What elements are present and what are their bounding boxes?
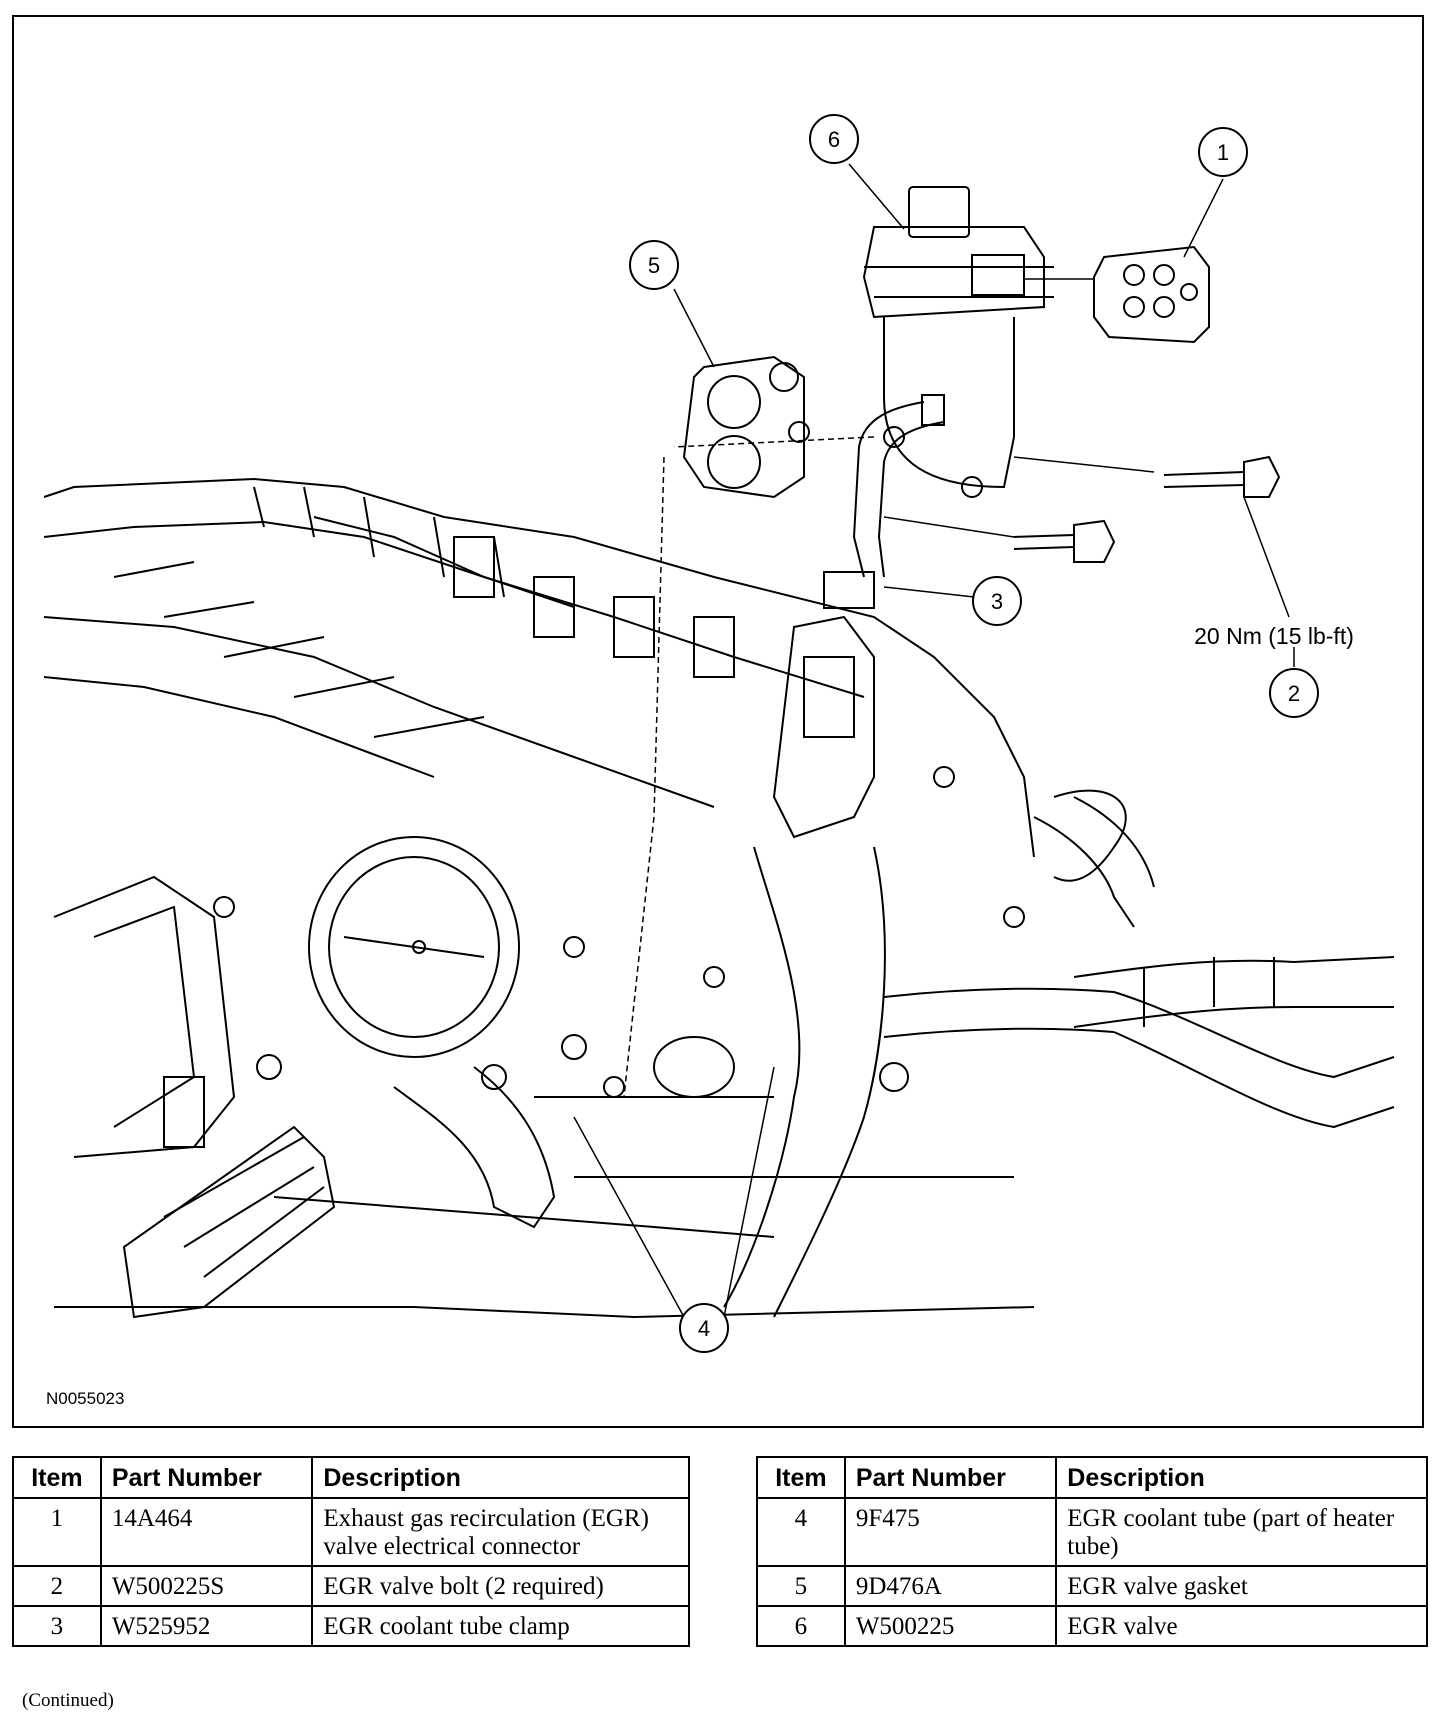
row-description: Exhaust gas recirculation (EGR) valve el… bbox=[311, 1497, 690, 1567]
callout-label-5: 5 bbox=[648, 253, 660, 278]
table-row: 4 9F475 EGR coolant tube (part of heater… bbox=[756, 1497, 1428, 1567]
callout-labels: 6 1 5 3 2 4 20 Nm (15 lb-ft) bbox=[648, 127, 1354, 1341]
row-part-number: W525952 bbox=[99, 1605, 314, 1647]
illustration-frame: 6 1 5 3 2 4 20 Nm (15 lb-ft) N0055023 bbox=[12, 15, 1424, 1428]
egr-connector bbox=[1024, 245, 1210, 344]
table-row: 3 W525952 EGR coolant tube clamp bbox=[12, 1605, 690, 1647]
table-header-row: Item Part Number Description bbox=[12, 1456, 690, 1499]
table-row: 6 W500225 EGR valve bbox=[756, 1605, 1428, 1647]
callout-circle-6 bbox=[809, 114, 859, 164]
egr-gasket bbox=[682, 355, 810, 499]
row-description: EGR coolant tube (part of heater tube) bbox=[1055, 1497, 1428, 1567]
row-description: EGR valve gasket bbox=[1055, 1565, 1428, 1607]
continued-note: (Continued) bbox=[22, 1690, 114, 1711]
callout-circle-5 bbox=[629, 240, 679, 290]
callout-label-6: 6 bbox=[828, 127, 840, 152]
row-part-number: 14A464 bbox=[99, 1497, 314, 1567]
callout-label-2: 2 bbox=[1288, 681, 1300, 706]
callout-circle-2 bbox=[1269, 668, 1319, 718]
egr-valve bbox=[823, 186, 1054, 609]
table-header-row: Item Part Number Description bbox=[756, 1456, 1428, 1499]
row-part-number: W500225S bbox=[99, 1565, 314, 1607]
header-item: Item bbox=[756, 1456, 846, 1499]
row-description: EGR valve bbox=[1055, 1605, 1428, 1647]
row-item: 4 bbox=[756, 1497, 846, 1567]
row-item: 2 bbox=[12, 1565, 102, 1607]
torque-spec: 20 Nm (15 lb-ft) bbox=[1194, 623, 1354, 649]
row-part-number: 9D476A bbox=[843, 1565, 1058, 1607]
table-row: 5 9D476A EGR valve gasket bbox=[756, 1565, 1428, 1607]
leader-lines bbox=[573, 163, 1295, 1318]
header-description: Description bbox=[311, 1456, 690, 1499]
row-item: 1 bbox=[12, 1497, 102, 1567]
table-row: 1 14A464 Exhaust gas recirculation (EGR)… bbox=[12, 1497, 690, 1567]
figure-id: N0055023 bbox=[46, 1389, 125, 1408]
callout-label-3: 3 bbox=[991, 589, 1003, 614]
row-item: 5 bbox=[756, 1565, 846, 1607]
row-part-number: W500225 bbox=[843, 1605, 1058, 1647]
callout-circle-1 bbox=[1198, 127, 1248, 177]
parts-table-right: Item Part Number Description 4 9F475 EGR… bbox=[756, 1456, 1428, 1647]
row-item: 6 bbox=[756, 1605, 846, 1647]
callout-label-4: 4 bbox=[698, 1316, 710, 1341]
row-part-number: 9F475 bbox=[843, 1497, 1058, 1567]
callout-circle-4 bbox=[679, 1303, 729, 1353]
parts-table-left: Item Part Number Description 1 14A464 Ex… bbox=[12, 1456, 690, 1647]
row-item: 3 bbox=[12, 1605, 102, 1647]
egr-bolts bbox=[1013, 455, 1281, 563]
header-part-number: Part Number bbox=[99, 1456, 314, 1499]
header-part-number: Part Number bbox=[843, 1456, 1058, 1499]
engine-line-art bbox=[43, 477, 1395, 1319]
callout-label-1: 1 bbox=[1217, 140, 1229, 165]
header-description: Description bbox=[1055, 1456, 1428, 1499]
row-description: EGR coolant tube clamp bbox=[311, 1605, 690, 1647]
table-row: 2 W500225S EGR valve bolt (2 required) bbox=[12, 1565, 690, 1607]
callout-circle-3 bbox=[972, 576, 1022, 626]
header-item: Item bbox=[12, 1456, 102, 1499]
engine-illustration: 6 1 5 3 2 4 20 Nm (15 lb-ft) bbox=[43, 114, 1395, 1353]
row-description: EGR valve bolt (2 required) bbox=[311, 1565, 690, 1607]
callouts bbox=[629, 114, 1319, 1353]
